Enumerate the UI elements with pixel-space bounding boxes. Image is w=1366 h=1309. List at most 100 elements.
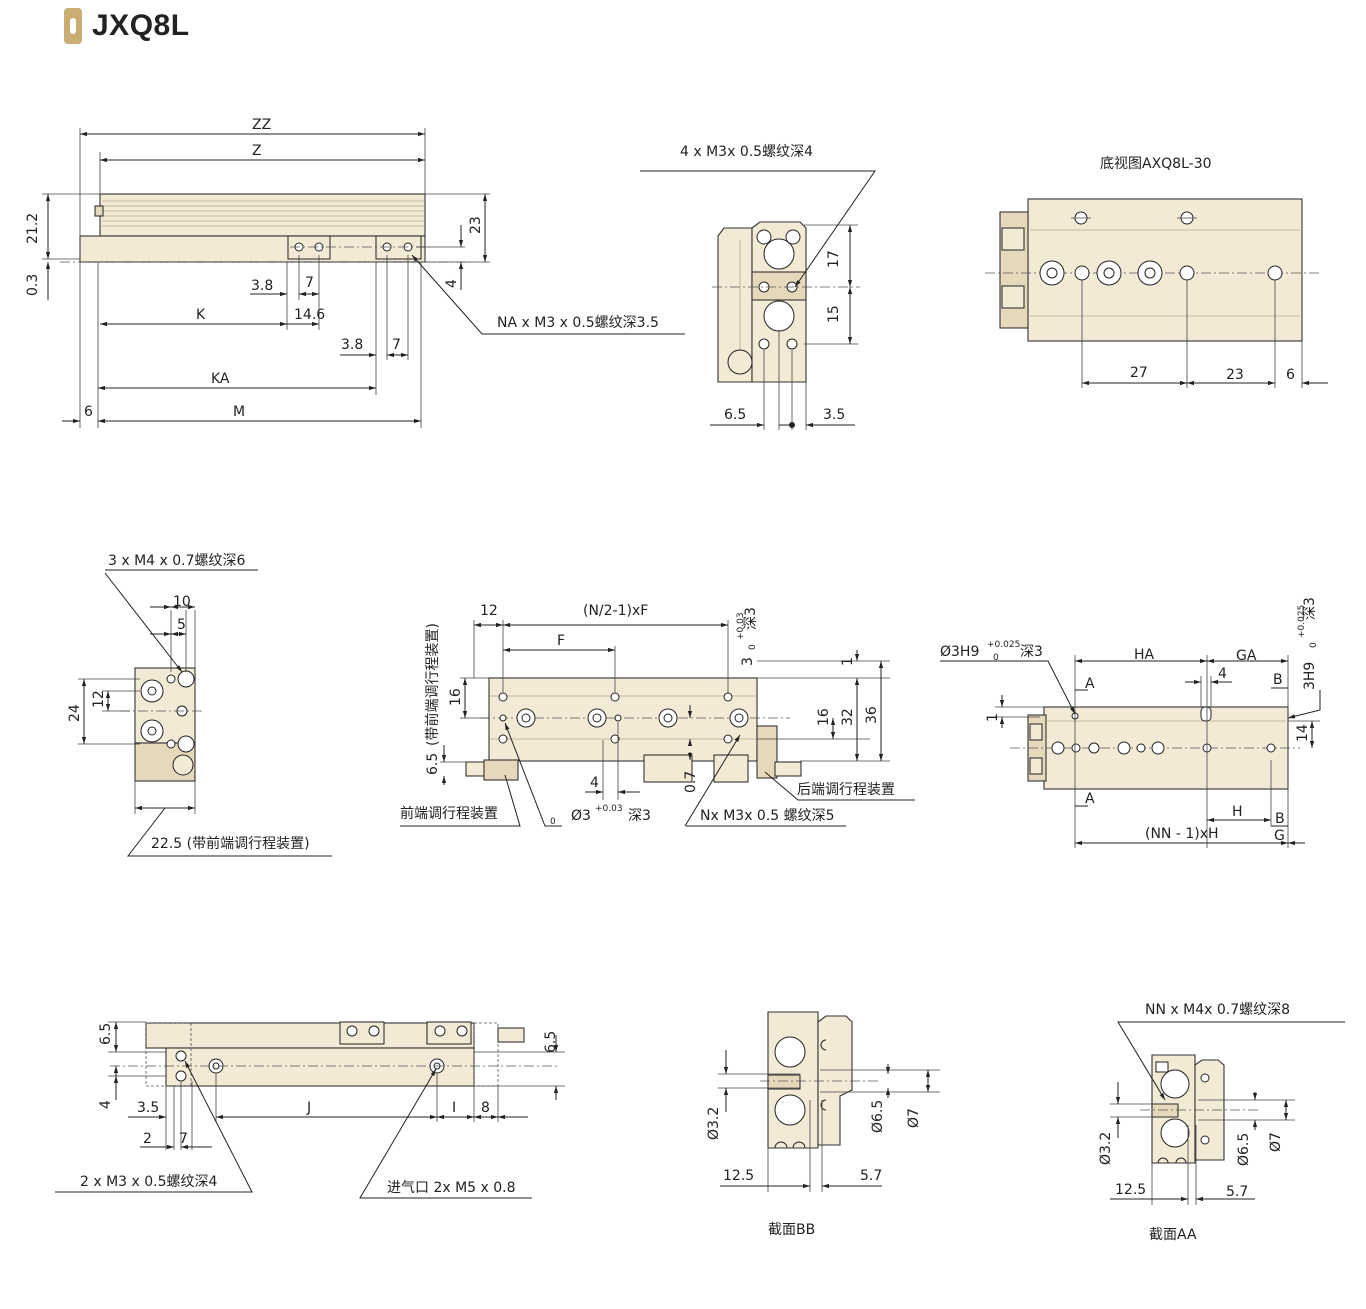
callout-m4-thread: 3 x M4 x 0.7螺纹深6 (108, 553, 246, 569)
dim-16-a: 16 (448, 688, 464, 706)
dim-7-b: 7 (392, 337, 401, 353)
dim-7: 7 (179, 1131, 188, 1147)
end-view-bore-icon (763, 300, 795, 332)
dim-21-2: 21.2 (25, 213, 41, 244)
end-view-thread-hole-icon (786, 338, 798, 350)
dim-n-f: (N/2-1)xF (583, 603, 648, 619)
section-bb-bore-icon (774, 1094, 806, 1126)
dim-16-b: 16 (816, 708, 832, 726)
dim-5-7: 5.7 (1226, 1184, 1248, 1200)
rail-view: Ø3H9 +0.025 0 深3 HA GA A 4 B 3H9 +0.025 … (940, 597, 1321, 848)
end-view-thread-hole-icon (758, 338, 770, 350)
dim-12-5: 12.5 (723, 1168, 754, 1184)
dim-4: 4 (1218, 666, 1227, 682)
dim-24: 24 (67, 704, 83, 722)
section-bb-view: Ø3.2 Ø6.5 Ø7 12.5 5.7 截面BB (706, 1011, 940, 1238)
dim-14: 14 (1295, 724, 1311, 742)
dim-3: 3 (740, 657, 756, 666)
dim-6-5-b: 6.5 (543, 1031, 559, 1053)
bottom-view-adjuster-icon (1001, 227, 1025, 251)
section-aa-title: 截面AA (1149, 1227, 1197, 1243)
end-view-fitting-icon (727, 349, 753, 375)
dim-dia3: Ø3 (571, 808, 591, 824)
dim-6-5: 6.5 (724, 407, 746, 423)
bottom-side-thread-hole-icon (175, 1050, 187, 1062)
dim-nn-h: (NN - 1)xH (1145, 826, 1219, 842)
dim-h9-tol-upper: +0.025 (987, 640, 1020, 650)
dim-dia-7: Ø7 (1268, 1132, 1284, 1152)
dim-dia3-tol-lower: 0 (550, 817, 556, 827)
dim-3-8-a: 3.8 (251, 278, 273, 294)
rail-view-hole-icon (1266, 743, 1276, 753)
callout-front-adjuster: 前端调行程装置 (400, 805, 498, 822)
dim-k: K (196, 307, 206, 323)
dim-3h9-vertical: 3H9 (1302, 662, 1318, 690)
section-b-top: B (1273, 672, 1283, 688)
top-view-hole-block-b (375, 235, 422, 260)
dim-12: 12 (480, 603, 498, 619)
dim-dia-7: Ø7 (906, 1108, 922, 1128)
rail-view-hole-icon (1051, 741, 1065, 755)
dim-dia3-tol-upper: +0.03 (595, 804, 623, 814)
dim-17: 17 (826, 250, 842, 268)
rail-view-hole-icon (1071, 743, 1081, 753)
callout-n-thread: Nx M3x 0.5 螺纹深5 (700, 808, 835, 824)
page-header: JXQ8L (64, 6, 190, 46)
bottom-side-view: 6.5 6.5 4 3.5 J I 8 2 7 2 x M3 x 0.5螺纹深4… (55, 1021, 565, 1199)
dim-6: 6 (1286, 367, 1295, 383)
dim-3h9-tol-upper: +0.025 (1297, 605, 1307, 638)
dim-12: 12 (91, 690, 107, 708)
page-title: JXQ8L (92, 9, 190, 42)
section-bb-bore-icon (774, 1036, 806, 1068)
dim-ga: GA (1236, 648, 1257, 664)
section-bb-title: 截面BB (768, 1222, 815, 1238)
dim-1: 1 (985, 713, 1001, 722)
dim-f: F (557, 633, 565, 649)
section-aa-base (1194, 1059, 1225, 1161)
section-b-bottom: B (1275, 811, 1285, 827)
dim-23: 23 (1226, 367, 1244, 383)
top-view: ZZ Z 21.2 0.3 23 4 3.8 7 14.6 K 3.8 7 KA… (25, 117, 685, 428)
dim-deep3-label: 深3 (743, 607, 759, 630)
dim-4: 4 (590, 775, 599, 791)
section-aa-bore-icon (1160, 1069, 1190, 1099)
dim-dia-6-5: Ø6.5 (1236, 1133, 1252, 1166)
dim-15: 15 (826, 305, 842, 323)
callout-nn-thread: NN x M4x 0.7螺纹深8 (1145, 1002, 1290, 1018)
dim-tol-lower: 0 (748, 644, 758, 650)
bottom-view-adjuster-icon (1001, 285, 1025, 309)
dim-dia-6-5: Ø6.5 (870, 1100, 886, 1133)
callout-22-5: 22.5 (带前端调行程装置) (151, 835, 310, 852)
dim-7-a: 7 (305, 275, 314, 291)
dim-0-3: 0.3 (25, 274, 41, 296)
top-view-slide-table (99, 193, 426, 237)
dim-dia-3-2: Ø3.2 (1098, 1132, 1114, 1165)
bottom-view-body (1027, 198, 1303, 342)
dim-6-5: 6.5 (425, 753, 441, 775)
dim-3h9-deep: 深3 (1302, 597, 1318, 620)
end-view: 4 x M3x 0.5螺纹深4 17 15 6.5 3.5 (640, 144, 876, 430)
front-end-thread-hole-icon (177, 735, 195, 753)
dim-8: 8 (481, 1100, 490, 1116)
front-end-thread-hole-icon (177, 670, 195, 688)
bottom-side-table (145, 1022, 475, 1049)
side-view-rear-adjuster (756, 725, 778, 779)
side-view: 12 (N/2-1)xF F 深3 +0.03 0 3 1 16 16 32 3… (400, 603, 915, 827)
callout-bottom-thread: 2 x M3 x 0.5螺纹深4 (80, 1174, 218, 1190)
dim-3-5: 3.5 (823, 407, 845, 423)
dim-5: 5 (177, 617, 186, 633)
top-view-base (79, 235, 426, 263)
dim-6-5-a: 6.5 (98, 1023, 114, 1045)
callout-air-port: 进气口 2x M5 x 0.8 (387, 1180, 516, 1196)
callout-end-thread: 4 x M3x 0.5螺纹深4 (680, 144, 813, 160)
rail-view-hole-icon (1117, 741, 1131, 755)
bottom-side-thread-hole-icon (175, 1070, 187, 1082)
dim-dia3-deep: 深3 (628, 808, 651, 824)
section-aa-view: NN x M4x 0.7螺纹深8 Ø3.2 Ø6.5 Ø7 12.5 5.7 截… (1098, 1002, 1345, 1243)
callout-na-thread: NA x M3 x 0.5螺纹深3.5 (497, 315, 659, 331)
section-aa-bore-icon (1160, 1118, 1190, 1148)
dim-h9-tol-lower: 0 (993, 653, 999, 663)
dim-g: G (1274, 828, 1285, 844)
dim-j: J (306, 1100, 311, 1116)
